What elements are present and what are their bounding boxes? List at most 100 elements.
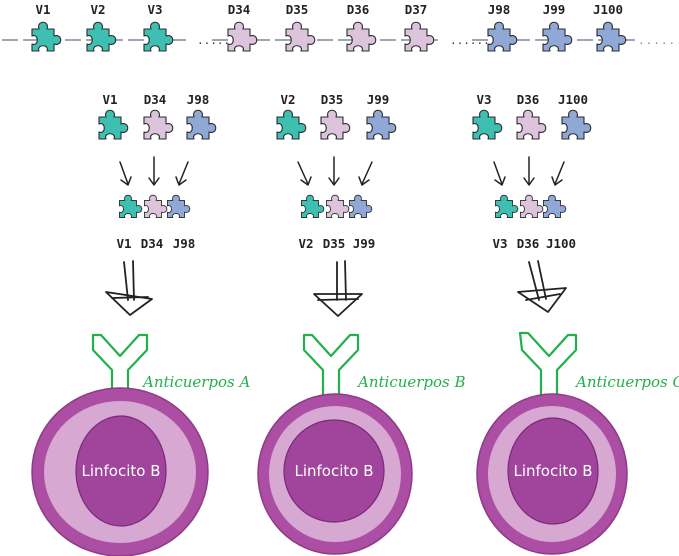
joined-label: V3	[492, 236, 507, 251]
segment-label: V3	[147, 2, 162, 17]
puzzle-piece-icon	[301, 194, 325, 218]
expression-arrow-icon	[313, 260, 363, 317]
joined-label: J98	[173, 236, 196, 251]
puzzle-piece-icon	[227, 21, 258, 52]
selected-segments: V3 D36 J100	[472, 92, 592, 140]
strand-gap-dots: ......	[197, 34, 237, 47]
segment-label: J98	[187, 92, 210, 107]
puzzle-piece-icon	[516, 109, 547, 140]
antibody-label: Anticuerpos A	[141, 373, 251, 391]
segment-label: V3	[476, 92, 491, 107]
segment-d34: D34	[227, 2, 258, 52]
segment-label: D36	[347, 2, 370, 17]
puzzle-piece-icon	[596, 21, 627, 52]
puzzle-piece-icon	[86, 21, 117, 52]
segment-d36: D36	[346, 2, 377, 52]
antibody-icon	[91, 333, 149, 414]
arrow-icon	[119, 161, 129, 185]
puzzle-piece-icon	[543, 194, 567, 218]
segment-d37: D37	[404, 2, 435, 52]
segment-label: D36	[517, 92, 540, 107]
recombination-group-b: V2 D35 J99 V2 D35 J99 Anticuerpos B	[257, 92, 466, 555]
nucleus	[283, 419, 385, 523]
join-arrows	[493, 156, 565, 186]
puzzle-piece-icon	[276, 109, 307, 140]
segment-label: V1	[102, 92, 117, 107]
arrow-icon	[297, 161, 309, 185]
puzzle-piece-icon	[472, 109, 503, 140]
arrow-icon	[493, 161, 503, 185]
segment-label: D34	[144, 92, 167, 107]
puzzle-piece-icon	[349, 194, 373, 218]
antibody-icon	[302, 333, 360, 414]
joined-label: V2	[298, 236, 313, 251]
selected-segments: V2 D35 J99	[276, 92, 397, 140]
segment-label: D35	[286, 2, 309, 17]
puzzle-piece-icon	[495, 194, 519, 218]
expression-arrow-icon	[105, 260, 153, 316]
puzzle-piece-icon	[366, 109, 397, 140]
nucleus	[507, 417, 599, 525]
cell-label: Linfocito B	[294, 462, 373, 480]
joined-segments: V1 D34 J98	[116, 194, 196, 251]
strand-end-dots: ......	[638, 34, 679, 47]
puzzle-piece-icon	[144, 194, 168, 218]
puzzle-piece-icon	[143, 109, 174, 140]
joined-label: V1	[116, 236, 131, 251]
segment-label: J99	[543, 2, 566, 17]
segment-j99: J99	[542, 2, 573, 52]
joined-segments: V3 D36 J100	[492, 194, 576, 251]
segment-v2: V2	[86, 2, 117, 52]
segment-label: V2	[280, 92, 295, 107]
strand-gap-dots: ......	[450, 34, 490, 47]
segment-j98: J98	[487, 2, 518, 52]
segment-v3: V3	[143, 2, 174, 52]
join-arrows	[297, 156, 373, 186]
segment-label: D34	[228, 2, 251, 17]
b-lymphocyte: Linfocito B	[476, 393, 628, 555]
arrow-icon	[554, 161, 565, 185]
puzzle-piece-icon	[285, 21, 316, 52]
segment-label: J100	[593, 2, 623, 17]
puzzle-piece-icon	[31, 21, 62, 52]
recombination-group-a: V1 D34 J98 V1 D34 J98 Anticuerpos A	[31, 92, 251, 556]
puzzle-piece-icon	[119, 194, 143, 218]
puzzle-piece-icon	[167, 194, 191, 218]
segment-label: D37	[405, 2, 428, 17]
arrow-icon	[178, 161, 189, 185]
cell-label: Linfocito B	[81, 462, 160, 480]
segment-label: J99	[367, 92, 390, 107]
segment-d35: D35	[285, 2, 316, 52]
join-arrows	[119, 156, 189, 186]
joined-segments: V2 D35 J99	[298, 194, 376, 251]
joined-label: D36	[517, 236, 540, 251]
joined-label: D35	[323, 236, 346, 251]
top-segments: V1 V2 V3 D34 D35 D36 D37 J98	[31, 2, 627, 52]
b-lymphocyte: Linfocito B	[257, 393, 413, 555]
cell-label: Linfocito B	[513, 462, 592, 480]
puzzle-piece-icon	[326, 194, 350, 218]
antibody-label: Anticuerpos C	[574, 373, 679, 391]
arrow-icon	[361, 161, 373, 185]
puzzle-piece-icon	[346, 21, 377, 52]
puzzle-piece-icon	[186, 109, 217, 140]
segment-label: J100	[558, 92, 588, 107]
nucleus	[75, 415, 167, 527]
segment-label: D35	[321, 92, 344, 107]
segment-v1: V1	[31, 2, 62, 52]
puzzle-piece-icon	[487, 21, 518, 52]
segment-label: J98	[488, 2, 511, 17]
joined-label: J100	[546, 236, 576, 251]
puzzle-piece-icon	[320, 109, 351, 140]
joined-label: J99	[353, 236, 376, 251]
segment-j100: J100	[593, 2, 627, 52]
recombination-group-c: V3 D36 J100 V3 D36 J100 Anticuerpos C	[472, 92, 679, 555]
joined-label: D34	[141, 236, 164, 251]
puzzle-piece-icon	[404, 21, 435, 52]
b-lymphocyte: Linfocito B	[31, 387, 209, 556]
puzzle-piece-icon	[143, 21, 174, 52]
selected-segments: V1 D34 J98	[98, 92, 217, 140]
puzzle-piece-icon	[542, 21, 573, 52]
